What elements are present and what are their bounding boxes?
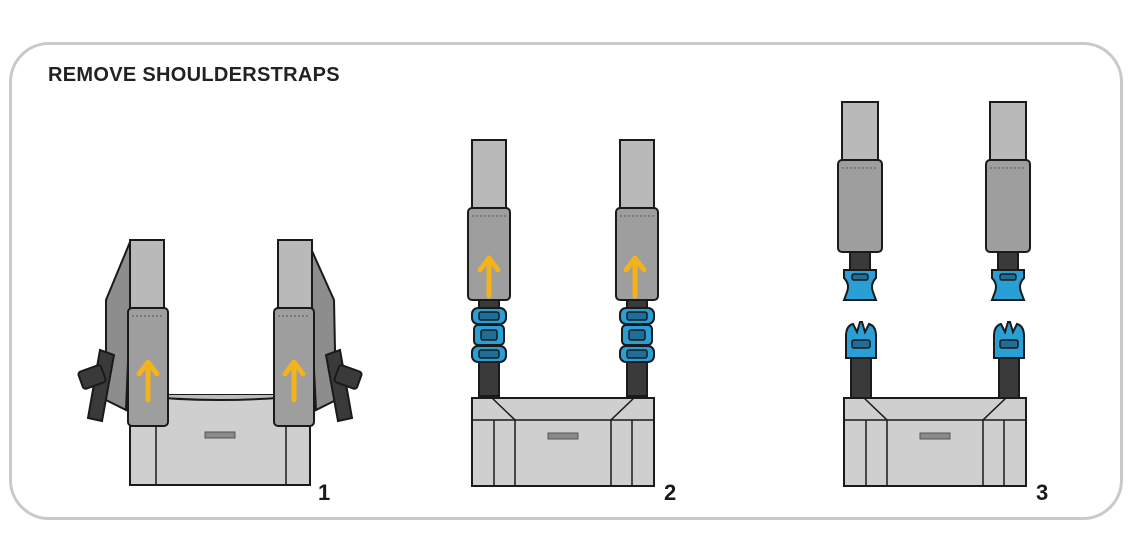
- buckle-icon: [471, 307, 507, 363]
- buckle-icon: [619, 307, 655, 363]
- buckle-icon: [993, 321, 1025, 359]
- step-number-2: 2: [664, 480, 677, 505]
- buckle-icon: [845, 321, 877, 359]
- label-tag-icon: [547, 432, 579, 440]
- label-tag-icon: [919, 432, 951, 440]
- step-number-1: 1: [318, 480, 331, 505]
- step-1-illustration: [77, 239, 363, 486]
- step-2-illustration: [467, 139, 659, 487]
- buckle-icon: [843, 269, 877, 301]
- illustration-frame: [9, 42, 1123, 520]
- step-number-3: 3: [1036, 480, 1049, 505]
- page-title: REMOVE SHOULDERSTRAPS: [48, 64, 340, 86]
- buckle-icon: [991, 269, 1025, 301]
- label-tag-icon: [204, 431, 236, 439]
- step-3-illustration: [837, 101, 1031, 487]
